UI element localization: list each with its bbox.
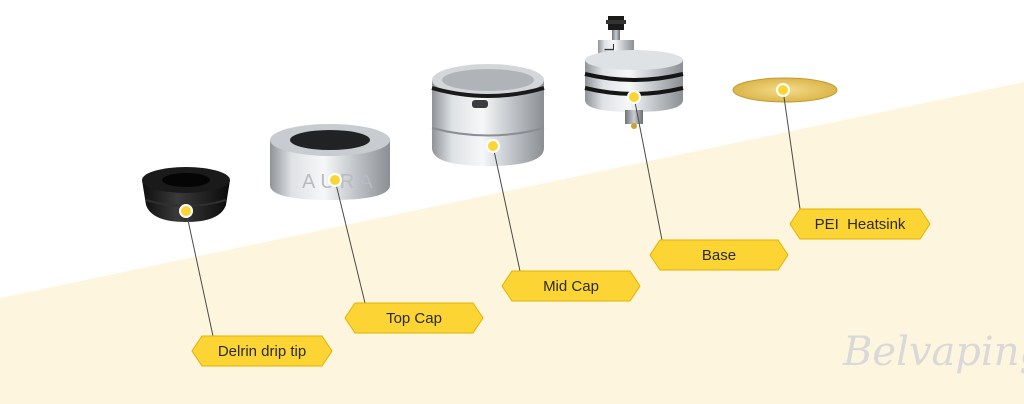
watermark: Belvaping.com [842,329,1024,375]
label-tag-mid-cap: Mid Cap [501,270,641,302]
label-tag-top-cap: Top Cap [344,302,484,334]
label-top-cap: Top Cap [386,310,442,327]
mid-cap-callout-dot [486,139,500,153]
base-image: DTL [584,16,684,129]
base-callout-dot [627,90,641,104]
base-leader [633,96,663,241]
drip-tip-image [142,167,230,222]
label-drip-tip: Delrin drip tip [218,343,306,360]
label-tag-heatsink: PEI Heatsink [789,208,931,240]
mid-cap-image [431,64,545,166]
heatsink-leader [782,89,801,210]
label-tag-base: Base [649,239,789,271]
top-cap-leader [334,179,366,304]
heatsink-callout-dot [776,83,790,97]
mid-cap-leader [492,145,521,272]
background-band [0,82,1024,404]
top-cap-image: AURA [270,124,390,200]
label-tag-drip-tip: Delrin drip tip [191,335,333,367]
label-mid-cap: Mid Cap [543,278,599,295]
drip-tip-callout-dot [179,204,193,218]
drip-tip-leader [185,210,214,337]
top-cap-callout-dot [328,173,342,187]
label-heatsink: PEI Heatsink [815,216,906,233]
label-base: Base [702,247,736,264]
